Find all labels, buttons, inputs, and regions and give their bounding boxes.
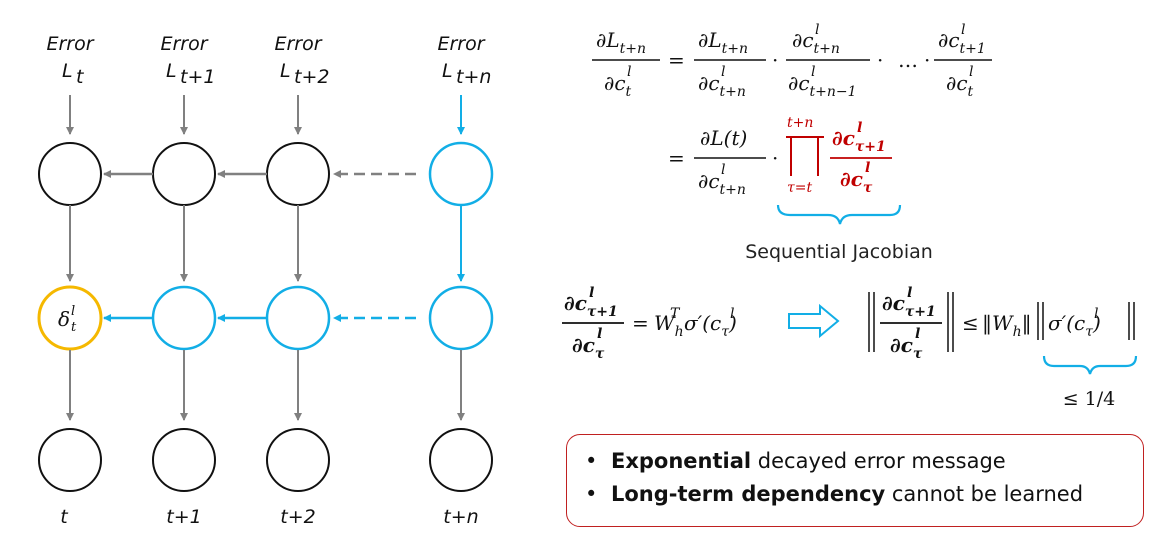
note-item: • Long-term dependency cannot be learned (585, 478, 1143, 511)
error-labels: Error Error Error Error L t L t+1 L t+2 … (46, 33, 491, 88)
svg-text:∂ct+n−1: ∂ct+n−1 (788, 71, 857, 100)
node-lower-t2 (265, 285, 331, 351)
bullet-icon: • (585, 482, 598, 506)
svg-text:t+n: t+n (787, 115, 813, 131)
svg-text:l: l (721, 162, 725, 178)
svg-text:l: l (857, 120, 862, 136)
svg-text:…: … (898, 48, 918, 72)
error-arrows (66, 95, 465, 135)
loss-sub-t: t (76, 66, 85, 88)
node-upper-t (38, 142, 102, 206)
vertical-arrows-mid (66, 205, 465, 282)
conclusion-box: • Exponential decayed error message • Long… (566, 434, 1144, 527)
svg-text:l: l (589, 285, 594, 301)
svg-text:σ′(cτ): σ′(cτ) (1048, 311, 1101, 340)
svg-text:l: l (1094, 306, 1098, 322)
time-label-t2: t+2 (280, 506, 315, 528)
hidden-row-upper (38, 141, 494, 207)
loss-symbol-t2: L (280, 60, 291, 82)
product-symbol (786, 136, 824, 176)
time-label-t1: t+1 (166, 506, 201, 528)
note-text: cannot be learned (885, 482, 1084, 506)
time-label-tn: t+n (443, 506, 478, 528)
svg-text:∂L(t): ∂L(t) (700, 126, 747, 150)
svg-text:∂Lt+n: ∂Lt+n (596, 28, 646, 57)
loss-sub-tn: t+n (456, 66, 491, 88)
svg-text:l: l (815, 22, 819, 38)
svg-text:=: = (632, 311, 649, 335)
loss-symbol-t1: L (166, 60, 177, 82)
delta-sub: t (71, 320, 77, 335)
svg-text:·: · (772, 146, 778, 170)
underbrace-bound (1042, 355, 1138, 375)
svg-text:l: l (721, 64, 725, 80)
note-bold: Exponential (611, 449, 752, 473)
time-labels: t t+1 t+2 t+n (60, 506, 478, 528)
node-upper-tn (428, 141, 494, 207)
svg-text:·: · (772, 48, 778, 72)
svg-text:l: l (730, 306, 734, 322)
loss-symbol-t: L (62, 60, 73, 82)
note-item: • Exponential decayed error message (585, 445, 1143, 478)
bound-label: ≤ 1/4 (1063, 388, 1116, 410)
underbrace-jacobian (776, 204, 902, 225)
loss-symbol-tn: L (442, 60, 453, 82)
equation-chain-rule: ∂Lt+n ∂ct l = ∂Lt+n ∂ct+n l · ∂ct+n l ∂c… (592, 22, 992, 100)
svg-text:=: = (668, 48, 685, 72)
error-label-t1: Error (160, 33, 208, 55)
node-lower-t-highlighted (37, 285, 103, 351)
svg-text:τ=t: τ=t (787, 180, 812, 196)
note-bold: Long-term dependency (611, 482, 886, 506)
svg-text:l: l (597, 326, 602, 342)
svg-text:σ′(cτ): σ′(cτ) (684, 311, 737, 340)
svg-text:l: l (969, 64, 973, 80)
svg-text:T: T (670, 306, 681, 322)
svg-text:·: · (877, 48, 883, 72)
svg-text:l: l (811, 64, 815, 80)
loss-sub-t1: t+1 (180, 66, 215, 88)
loss-sub-t2: t+2 (294, 66, 329, 88)
hollow-right-arrow-icon (788, 303, 840, 339)
equation-product-form: = ∂L(t) ∂ct+n l · t+n τ=t ∂cτ+1 l ∂cτ l … (668, 115, 933, 263)
svg-text:‖Wh‖: ‖Wh‖ (982, 311, 1032, 340)
svg-text:·: · (924, 48, 930, 72)
node-lower-tn (428, 285, 494, 351)
bullet-icon: • (585, 449, 598, 473)
error-label-tn: Error (437, 33, 485, 55)
node-lower-t1 (151, 285, 217, 351)
delta-super: l (71, 304, 75, 319)
svg-text:l: l (627, 64, 631, 80)
output-row (38, 428, 493, 492)
svg-text:≤: ≤ (962, 311, 979, 335)
vertical-arrows-low (66, 350, 465, 421)
svg-text:l: l (915, 326, 920, 342)
hidden-row-lower: δ l t (37, 285, 494, 351)
error-label-t2: Error (274, 33, 322, 55)
sequential-jacobian-label: Sequential Jacobian (745, 241, 933, 263)
equation-jacobian-bound: ∂cτ+1 l ∂cτ l = Wh T σ′(cτ) l ∂cτ+1 l ∂c… (562, 285, 1138, 410)
svg-text:=: = (668, 146, 685, 170)
delta-symbol: δ (58, 307, 70, 331)
svg-text:∂Lt+n: ∂Lt+n (698, 28, 748, 57)
svg-text:l: l (907, 285, 912, 301)
svg-text:l: l (865, 160, 870, 176)
note-text: decayed error message (751, 449, 1006, 473)
error-label-t: Error (46, 33, 94, 55)
time-label-t: t (60, 506, 69, 528)
node-upper-t1 (152, 142, 216, 206)
node-upper-t2 (266, 142, 330, 206)
svg-text:l: l (961, 22, 965, 38)
